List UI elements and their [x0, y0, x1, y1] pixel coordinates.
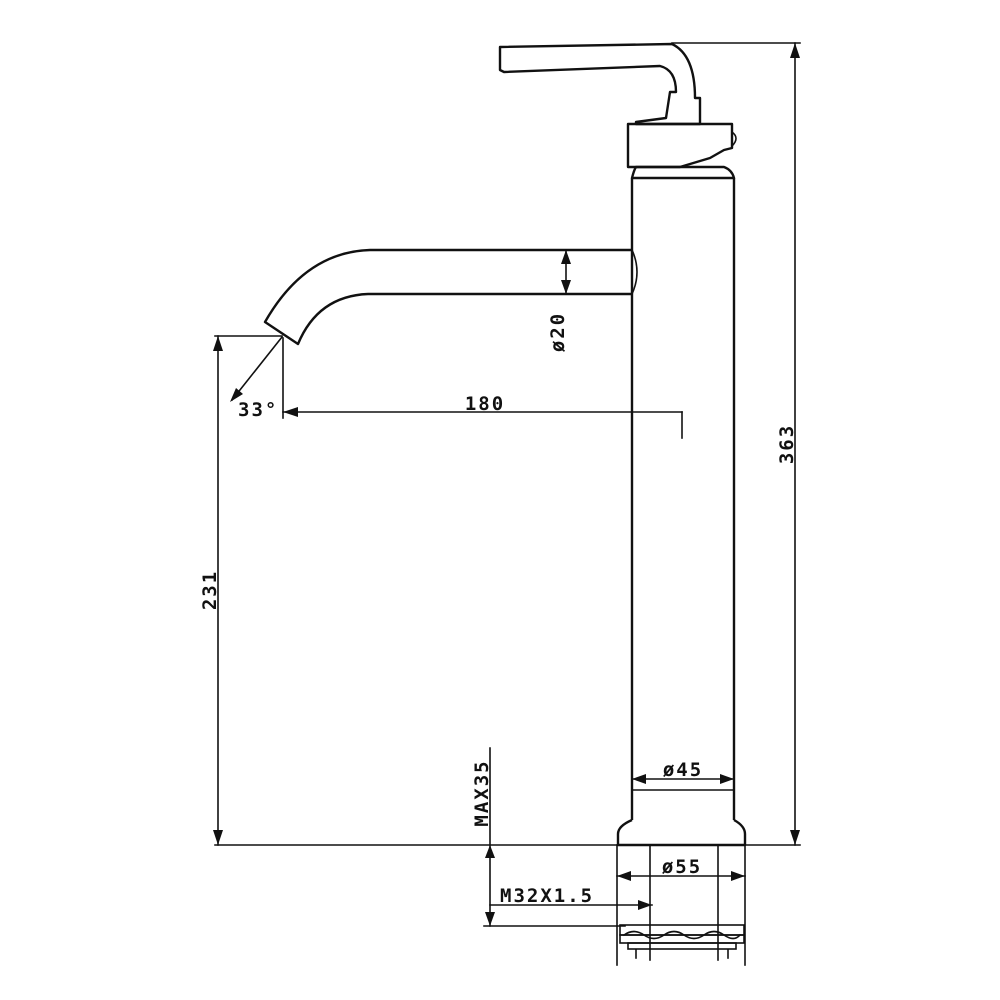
handle-hub	[626, 122, 734, 169]
base-diameter-label: ø55	[662, 856, 702, 878]
body-diameter-label: ø45	[663, 759, 703, 781]
handle-collar	[630, 165, 736, 180]
dimension-max-thickness: MAX35	[471, 747, 626, 927]
dimension-spout-reach: 180	[282, 337, 683, 439]
max-thickness-label: MAX35	[471, 759, 493, 826]
dimension-spout-diameter: ø20	[547, 249, 571, 352]
spout-angle-label: 33°	[238, 399, 278, 421]
dimension-body-diameter: ø45	[631, 759, 735, 784]
total-height-label: 363	[776, 424, 798, 464]
spout-diameter-label: ø20	[547, 312, 569, 352]
faucet-column	[630, 178, 736, 820]
faucet-outline	[263, 42, 747, 966]
thread-label: M32X1.5	[500, 885, 594, 907]
mounting-shank	[616, 844, 746, 966]
spout-reach-label: 180	[465, 393, 505, 415]
dimension-spout-angle: 33°	[230, 335, 284, 421]
dimension-spout-height: 231	[199, 335, 619, 846]
dimension-total-height: 363	[671, 42, 801, 846]
dimension-base-diameter: ø55	[616, 856, 746, 881]
dimension-thread: M32X1.5	[489, 885, 653, 910]
spout	[263, 248, 632, 346]
base-flange	[616, 818, 747, 847]
handle-lever	[498, 42, 702, 126]
spout-height-label: 231	[199, 570, 221, 610]
